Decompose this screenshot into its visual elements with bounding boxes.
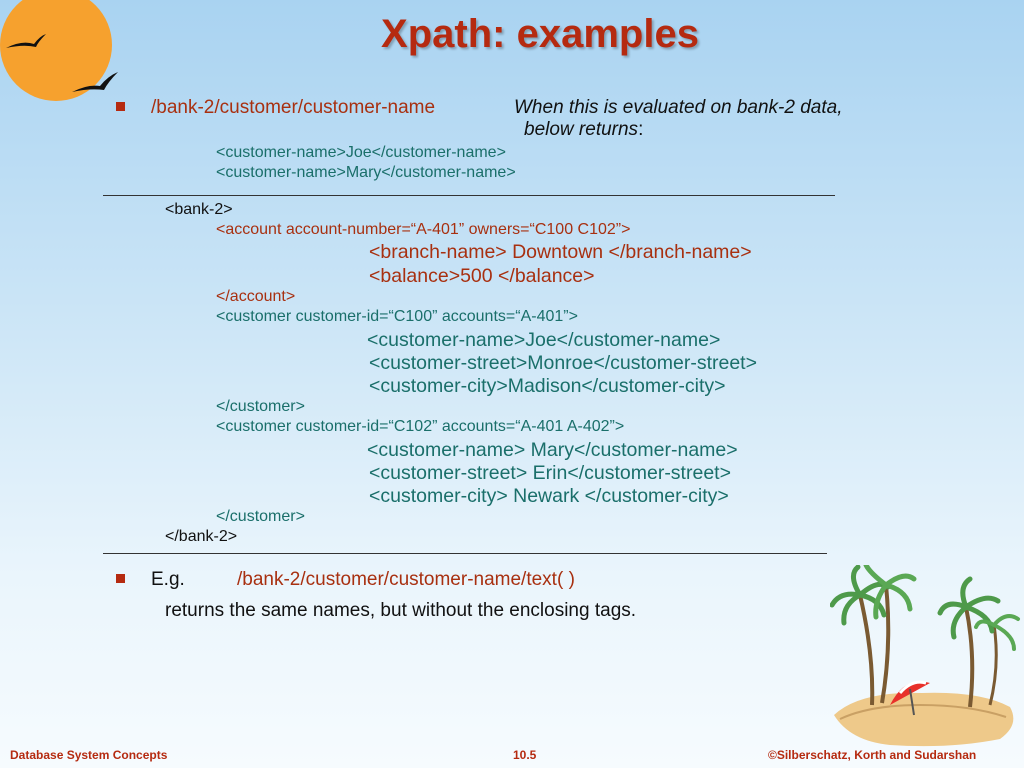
footer-page-number: 10.5 <box>513 748 537 762</box>
xml-customer1-city: <customer-city>Madison</customer-city> <box>369 375 726 397</box>
xpath-expression-1: /bank-2/customer/customer-name <box>151 97 436 118</box>
result-line-1: <customer-name>Joe</customer-name> <box>216 144 506 161</box>
xml-customer2-close: </customer> <box>216 508 305 525</box>
result-line-2: <customer-name>Mary</customer-name> <box>216 164 516 181</box>
sun-birds-decoration <box>0 0 118 101</box>
palm-island-decoration <box>830 565 1020 747</box>
footer-copyright: ©Silberschatz, Korth and Sudarshan <box>768 748 977 762</box>
xml-customer1-name: <customer-name>Joe</customer-name> <box>367 329 721 351</box>
xml-customer1-street: <customer-street>Monroe</customer-street… <box>369 352 757 374</box>
xml-customer2-open: <customer customer-id=“C102” accounts=“A… <box>216 418 625 435</box>
xml-customer1-open: <customer customer-id=“C100” accounts=“A… <box>216 308 578 325</box>
bullet1-description-line2: below returns: <box>524 119 643 141</box>
xpath-expression-2: /bank-2/customer/customer-name/text( ) <box>237 569 575 590</box>
bullet2-note: returns the same names, but without the … <box>165 600 637 621</box>
bullet1-colon: : <box>638 119 644 140</box>
xml-account-open: <account account-number=“A-401” owners=“… <box>216 221 631 238</box>
bullet-marker <box>116 102 125 111</box>
xml-branch-name: <branch-name> Downtown </branch-name> <box>369 241 752 263</box>
xml-bank-close: </bank-2> <box>165 528 238 545</box>
xml-bank-open: <bank-2> <box>165 201 233 218</box>
footer-course-title: Database System Concepts <box>10 748 168 762</box>
divider-top <box>103 195 835 196</box>
xml-customer2-name: <customer-name> Mary</customer-name> <box>367 439 738 461</box>
xml-customer1-close: </customer> <box>216 398 305 415</box>
xml-account-close: </account> <box>216 288 296 305</box>
bullet1-description-text: below returns <box>524 119 639 140</box>
slide-title: Xpath: examples <box>381 12 699 56</box>
eg-label: E.g. <box>151 569 185 590</box>
bullet-marker <box>116 574 125 583</box>
xml-customer2-city: <customer-city> Newark </customer-city> <box>369 485 729 507</box>
bullet1-description-line1: When this is evaluated on bank-2 data, <box>514 97 843 118</box>
divider-bottom <box>103 553 827 554</box>
xml-balance: <balance>500 </balance> <box>369 265 595 287</box>
xml-customer2-street: <customer-street> Erin</customer-street> <box>369 462 731 484</box>
